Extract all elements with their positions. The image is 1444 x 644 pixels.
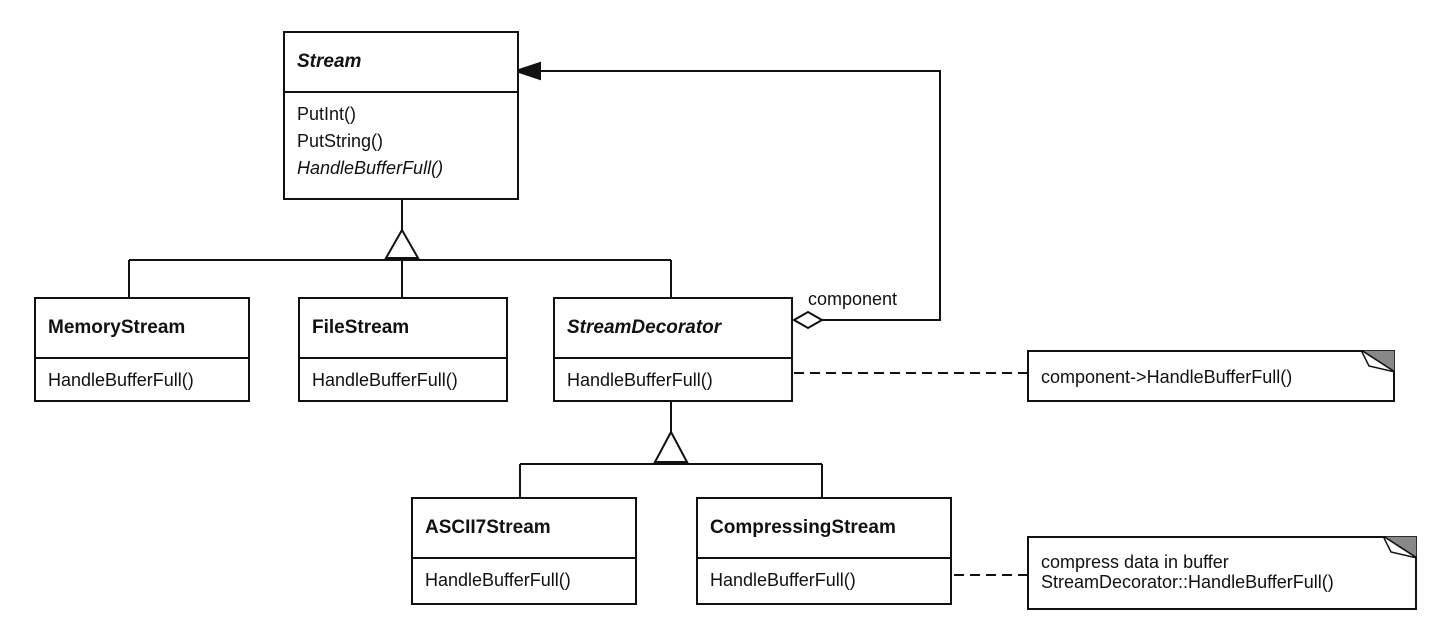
note-fold-icon [1383,536,1417,558]
ascii7-stream-operations: HandleBufferFull() [413,559,635,602]
decorator-note: component->HandleBufferFull() [1027,350,1395,402]
compressing-stream-class-name: CompressingStream [698,499,950,559]
compressing-note: compress data in buffer StreamDecorator:… [1027,536,1417,610]
file-stream-operations: HandleBufferFull() [300,359,506,402]
stream-decorator-op-handlebufferfull: HandleBufferFull() [567,370,713,390]
memory-stream-class-name: MemoryStream [36,299,248,359]
component-role-label: component [808,289,898,309]
compressing-stream-class: CompressingStream HandleBufferFull() [696,497,952,605]
stream-decorator-class: StreamDecorator HandleBufferFull() [553,297,793,402]
stream-operations: PutInt() PutString() HandleBufferFull() [285,93,517,190]
memory-stream-op-handlebufferfull: HandleBufferFull() [48,370,194,390]
ascii7-stream-class: ASCII7Stream HandleBufferFull() [411,497,637,605]
decorator-note-text: component->HandleBufferFull() [1041,367,1293,387]
compressing-note-line-2: StreamDecorator::HandleBufferFull() [1041,572,1334,592]
decorator-generalization-triangle [653,429,689,463]
memory-stream-operations: HandleBufferFull() [36,359,248,402]
stream-class-name: Stream [285,33,517,93]
stream-op-putint: PutInt() [297,104,357,124]
stream-decorator-operations: HandleBufferFull() [555,359,791,402]
compressing-stream-op-handlebufferfull: HandleBufferFull() [710,570,856,590]
stream-op-handlebufferfull: HandleBufferFull() [297,158,444,178]
file-stream-class-name: FileStream [300,299,506,359]
stream-op-putstring: PutString() [297,131,384,151]
compressing-stream-operations: HandleBufferFull() [698,559,950,602]
note-fold-icon [1361,350,1395,372]
ascii7-stream-op-handlebufferfull: HandleBufferFull() [425,570,571,590]
component-aggregation-line [540,70,941,321]
ascii7-stream-class-name: ASCII7Stream [413,499,635,559]
stream-class: Stream PutInt() PutString() HandleBuffer… [283,31,519,200]
compressing-note-line-1: compress data in buffer [1041,552,1229,572]
file-stream-op-handlebufferfull: HandleBufferFull() [312,370,458,390]
memory-stream-class: MemoryStream HandleBufferFull() [34,297,250,402]
component-navigation-arrowhead [512,61,541,81]
file-stream-class: FileStream HandleBufferFull() [298,297,508,402]
stream-decorator-class-name: StreamDecorator [555,299,791,359]
component-aggregation-diamond [791,310,825,330]
stream-generalization-triangle [384,227,420,259]
